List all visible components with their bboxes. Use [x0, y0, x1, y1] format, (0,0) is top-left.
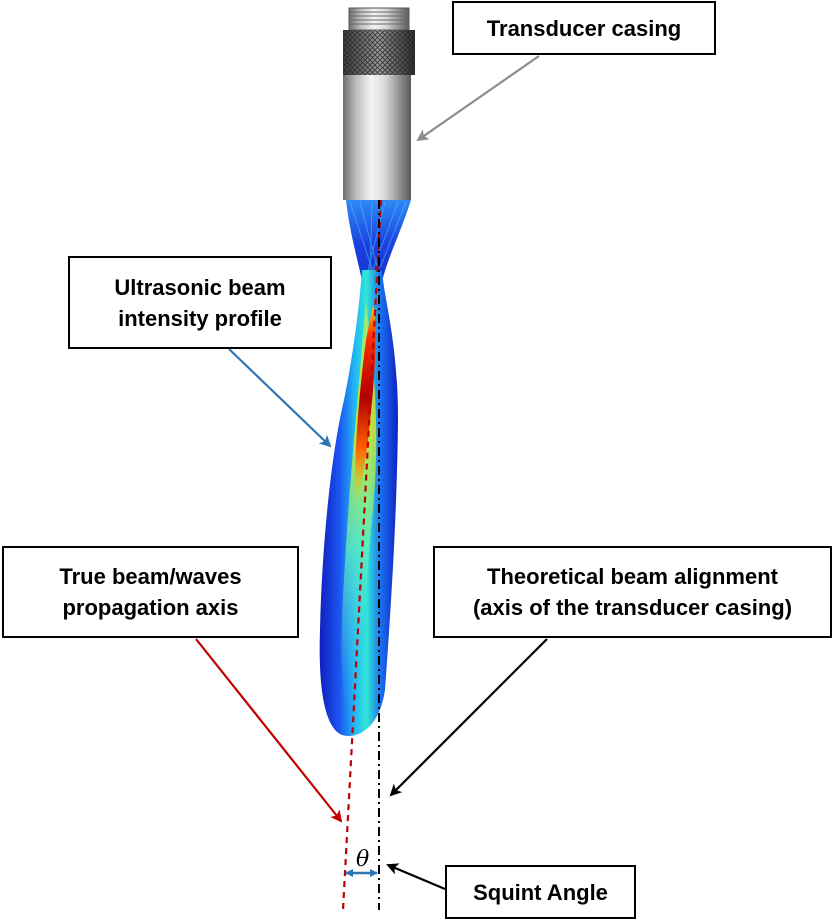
true-axis-pointer-arrow	[195, 638, 343, 823]
true-axis-text-line1: True beam/waves	[59, 564, 242, 589]
theoretical-text-line1: Theoretical beam alignment	[487, 564, 778, 589]
theta-symbol: θ	[356, 847, 369, 872]
transducer-casing-text: Transducer casing	[486, 15, 682, 41]
squint-angle-text: Squint Angle	[473, 879, 608, 905]
theoretical-axis-label: Theoretical beam alignment (axis of the …	[433, 546, 832, 638]
transducer-casing-label: Transducer casing	[452, 1, 716, 55]
squint-pointer-arrow	[386, 863, 446, 891]
theoretical-text-line2: (axis of the transducer casing)	[472, 595, 793, 620]
true-propagation-axis	[341, 199, 383, 911]
transducer-casing-icon	[343, 7, 415, 200]
beam-profile-text-line1: Ultrasonic beam	[114, 274, 286, 300]
squint-angle-label: Squint Angle	[445, 865, 636, 919]
true-axis-label: True beam/waves propagation axis	[2, 546, 299, 638]
true-axis-text-line2: propagation axis	[62, 595, 239, 620]
beam-profile-text-line2: intensity profile	[118, 305, 282, 331]
transducer-pointer-arrow	[416, 55, 540, 142]
beam-pointer-arrow	[228, 348, 332, 448]
beam-intensity-heatmap	[319, 200, 411, 736]
beam-profile-label: Ultrasonic beam intensity profile	[68, 256, 332, 349]
theoretical-axis-pointer-arrow	[389, 638, 548, 797]
